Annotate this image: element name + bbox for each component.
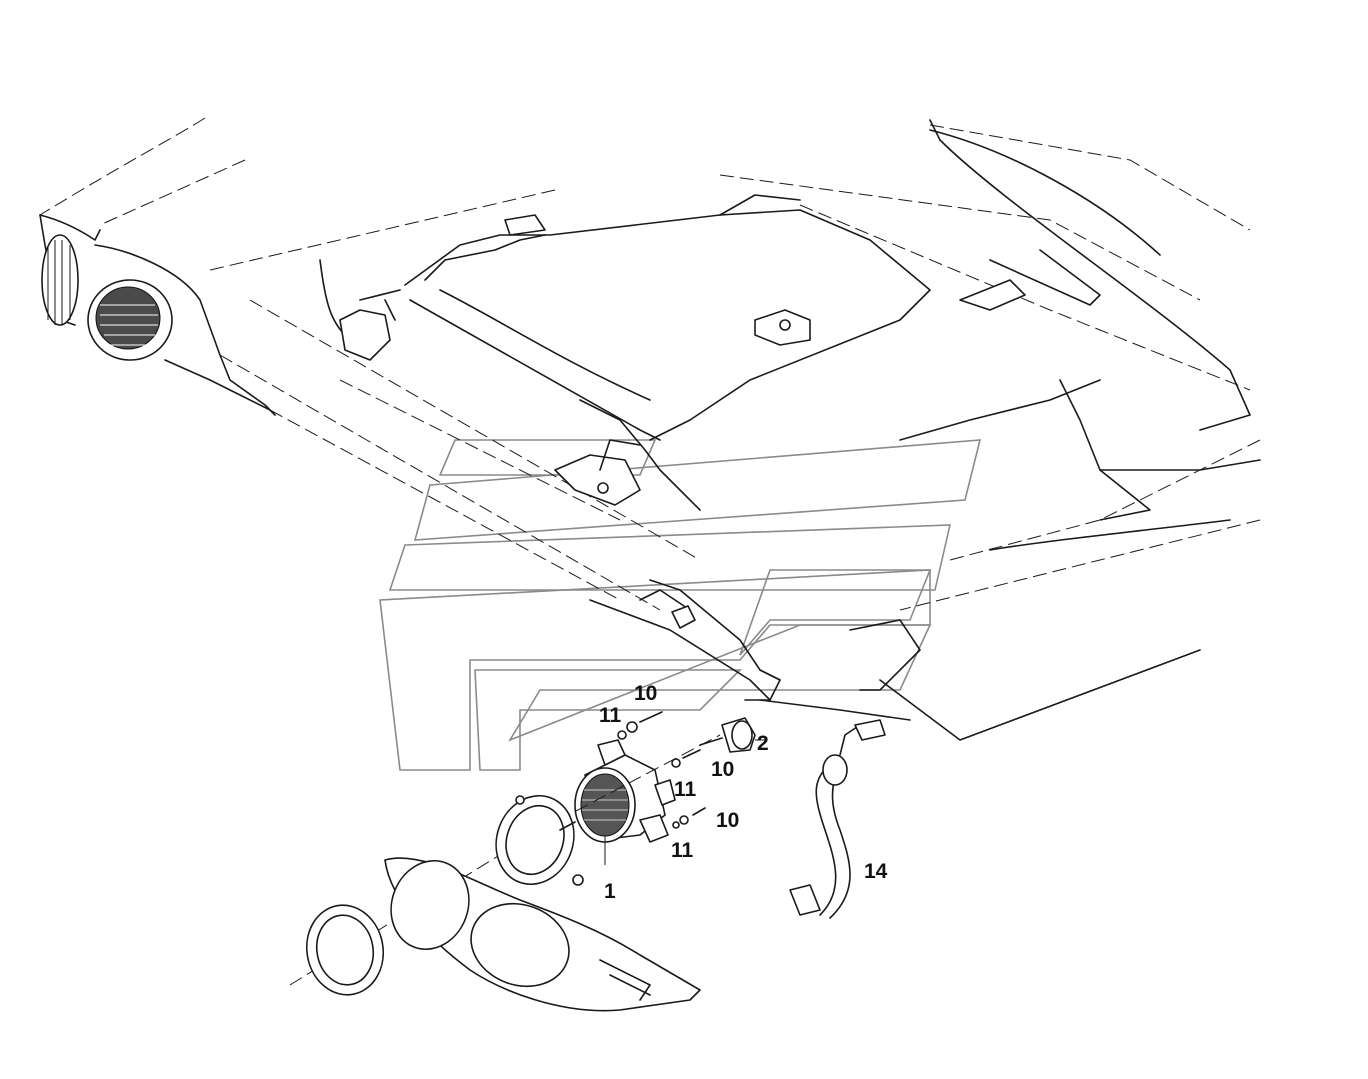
callout-part-10-lower: 10 — [716, 809, 739, 832]
callout-part-2: 2 — [757, 732, 769, 755]
callout-part-11-top: 11 — [599, 704, 622, 727]
fog-lamp-assembly — [289, 711, 886, 1012]
callout-part-11-middle: 11 — [674, 778, 697, 801]
callout-part-1: 1 — [604, 880, 616, 903]
callout-part-14: 14 — [864, 860, 888, 883]
cab-hood-outline — [39, 117, 1261, 741]
watermark-logo — [379, 439, 982, 771]
callout-part-11-lower: 11 — [671, 839, 694, 862]
callout-labels: 1 2 10 10 10 11 11 11 14 — [599, 682, 888, 903]
callout-part-10-middle: 10 — [711, 758, 734, 781]
callout-part-10-top: 10 — [634, 682, 657, 705]
